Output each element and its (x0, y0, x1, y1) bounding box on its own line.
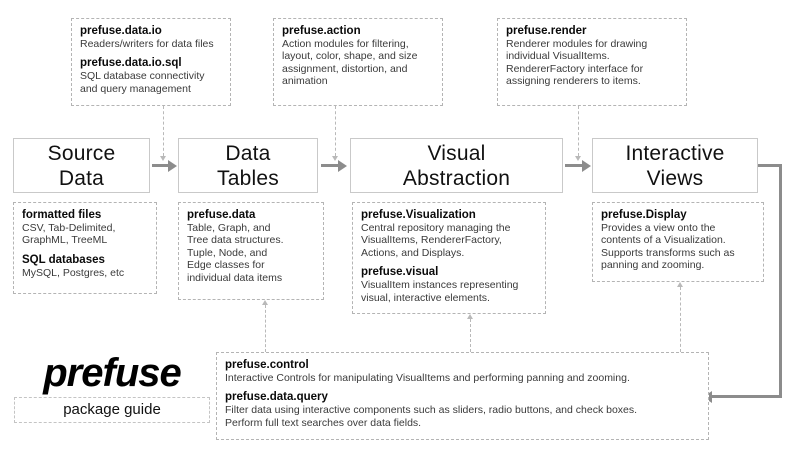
note-body: Provides a view onto the contents of a V… (601, 222, 735, 272)
flow-arrowhead (582, 159, 591, 172)
note-body: CSV, Tab-Delimited, GraphML, TreeML (22, 222, 116, 247)
stage-label-line1: Interactive (625, 141, 725, 165)
stage-box-interactive-views[interactable]: Interactive Views (592, 138, 758, 193)
connector-data-arrowhead (261, 300, 268, 305)
feedback-arrow-segment-right (779, 164, 782, 398)
note-body: Central repository managing the VisualIt… (361, 222, 511, 259)
note-prefuse-display: prefuse.Display Provides a view onto the… (592, 202, 764, 282)
stage-label-line2: Abstraction (402, 166, 511, 190)
stage-box-source-data[interactable]: Source Data (13, 138, 150, 193)
note-heading: prefuse.control (225, 359, 309, 371)
note-prefuse-action: prefuse.action Action modules for filter… (273, 18, 443, 106)
note-heading: prefuse.Display (601, 209, 687, 221)
note-heading: SQL databases (22, 253, 105, 266)
flow-arrow-tables-to-visual (321, 164, 339, 167)
note-body: Filter data using interactive components… (225, 404, 638, 429)
note-body: Readers/writers for data files (80, 38, 214, 50)
flow-arrowhead (338, 159, 347, 172)
note-heading: prefuse.Visualization (361, 209, 476, 221)
logo-subtitle: package guide (14, 397, 210, 423)
connector-action-arrowhead (331, 156, 338, 161)
note-prefuse-data: prefuse.data Table, Graph, and Tree data… (178, 202, 324, 300)
stage-box-visual-abstraction[interactable]: Visual Abstraction (350, 138, 563, 193)
connector-footer-to-data (265, 305, 266, 352)
feedback-arrow-segment-bottom (712, 395, 782, 398)
note-heading: prefuse.action (282, 25, 361, 37)
note-heading: prefuse.data.query (225, 391, 328, 404)
stage-label-line1: Source (47, 141, 116, 165)
note-heading: prefuse.data.io (80, 25, 162, 37)
note-heading: prefuse.data (187, 209, 256, 221)
connector-io-to-flow (163, 106, 164, 156)
note-body: Renderer modules for drawing individual … (506, 38, 648, 88)
note-body: Table, Graph, and Tree data structures. … (187, 222, 284, 284)
note-body: VisualItem instances representing visual… (361, 279, 519, 304)
note-heading: prefuse.visual (361, 266, 439, 279)
feedback-arrow-segment-top (758, 164, 782, 167)
note-source-data-formats: formatted files CSV, Tab-Delimited, Grap… (13, 202, 157, 294)
stage-label-line2: Data (58, 166, 105, 190)
flow-arrow-source-to-tables (152, 164, 169, 167)
stage-label-line1: Data (225, 141, 271, 165)
note-body: Interactive Controls for manipulating Vi… (225, 372, 630, 384)
stage-label-line1: Visual (427, 141, 486, 165)
stage-label-line2: Views (646, 166, 704, 190)
prefuse-logo: prefuse package guide (14, 352, 210, 423)
connector-io-arrowhead (159, 156, 166, 161)
note-prefuse-control-and-query: prefuse.control Interactive Controls for… (216, 352, 709, 440)
note-prefuse-data-io: prefuse.data.io Readers/writers for data… (71, 18, 231, 106)
flow-arrow-visual-to-views (565, 164, 583, 167)
note-heading: prefuse.data.io.sql (80, 57, 182, 70)
note-heading: prefuse.render (506, 25, 587, 37)
connector-display-arrowhead (676, 282, 683, 287)
flow-arrowhead (168, 159, 177, 172)
note-heading: formatted files (22, 209, 102, 221)
connector-render-to-flow (578, 106, 579, 156)
note-body: SQL database connectivity and query mana… (80, 70, 205, 95)
stage-label-line2: Tables (217, 166, 279, 190)
connector-visualization-arrowhead (466, 314, 473, 319)
connector-footer-to-display (680, 287, 681, 352)
logo-wordmark: prefuse (43, 351, 182, 395)
note-prefuse-visualization: prefuse.Visualization Central repository… (352, 202, 546, 314)
stage-box-data-tables[interactable]: Data Tables (178, 138, 318, 193)
connector-action-to-flow (335, 106, 336, 156)
note-body: MySQL, Postgres, etc (22, 266, 125, 279)
connector-render-arrowhead (574, 156, 581, 161)
connector-footer-to-visualization (470, 319, 471, 352)
note-body: Action modules for filtering, layout, co… (282, 38, 418, 88)
note-prefuse-render: prefuse.render Renderer modules for draw… (497, 18, 687, 106)
